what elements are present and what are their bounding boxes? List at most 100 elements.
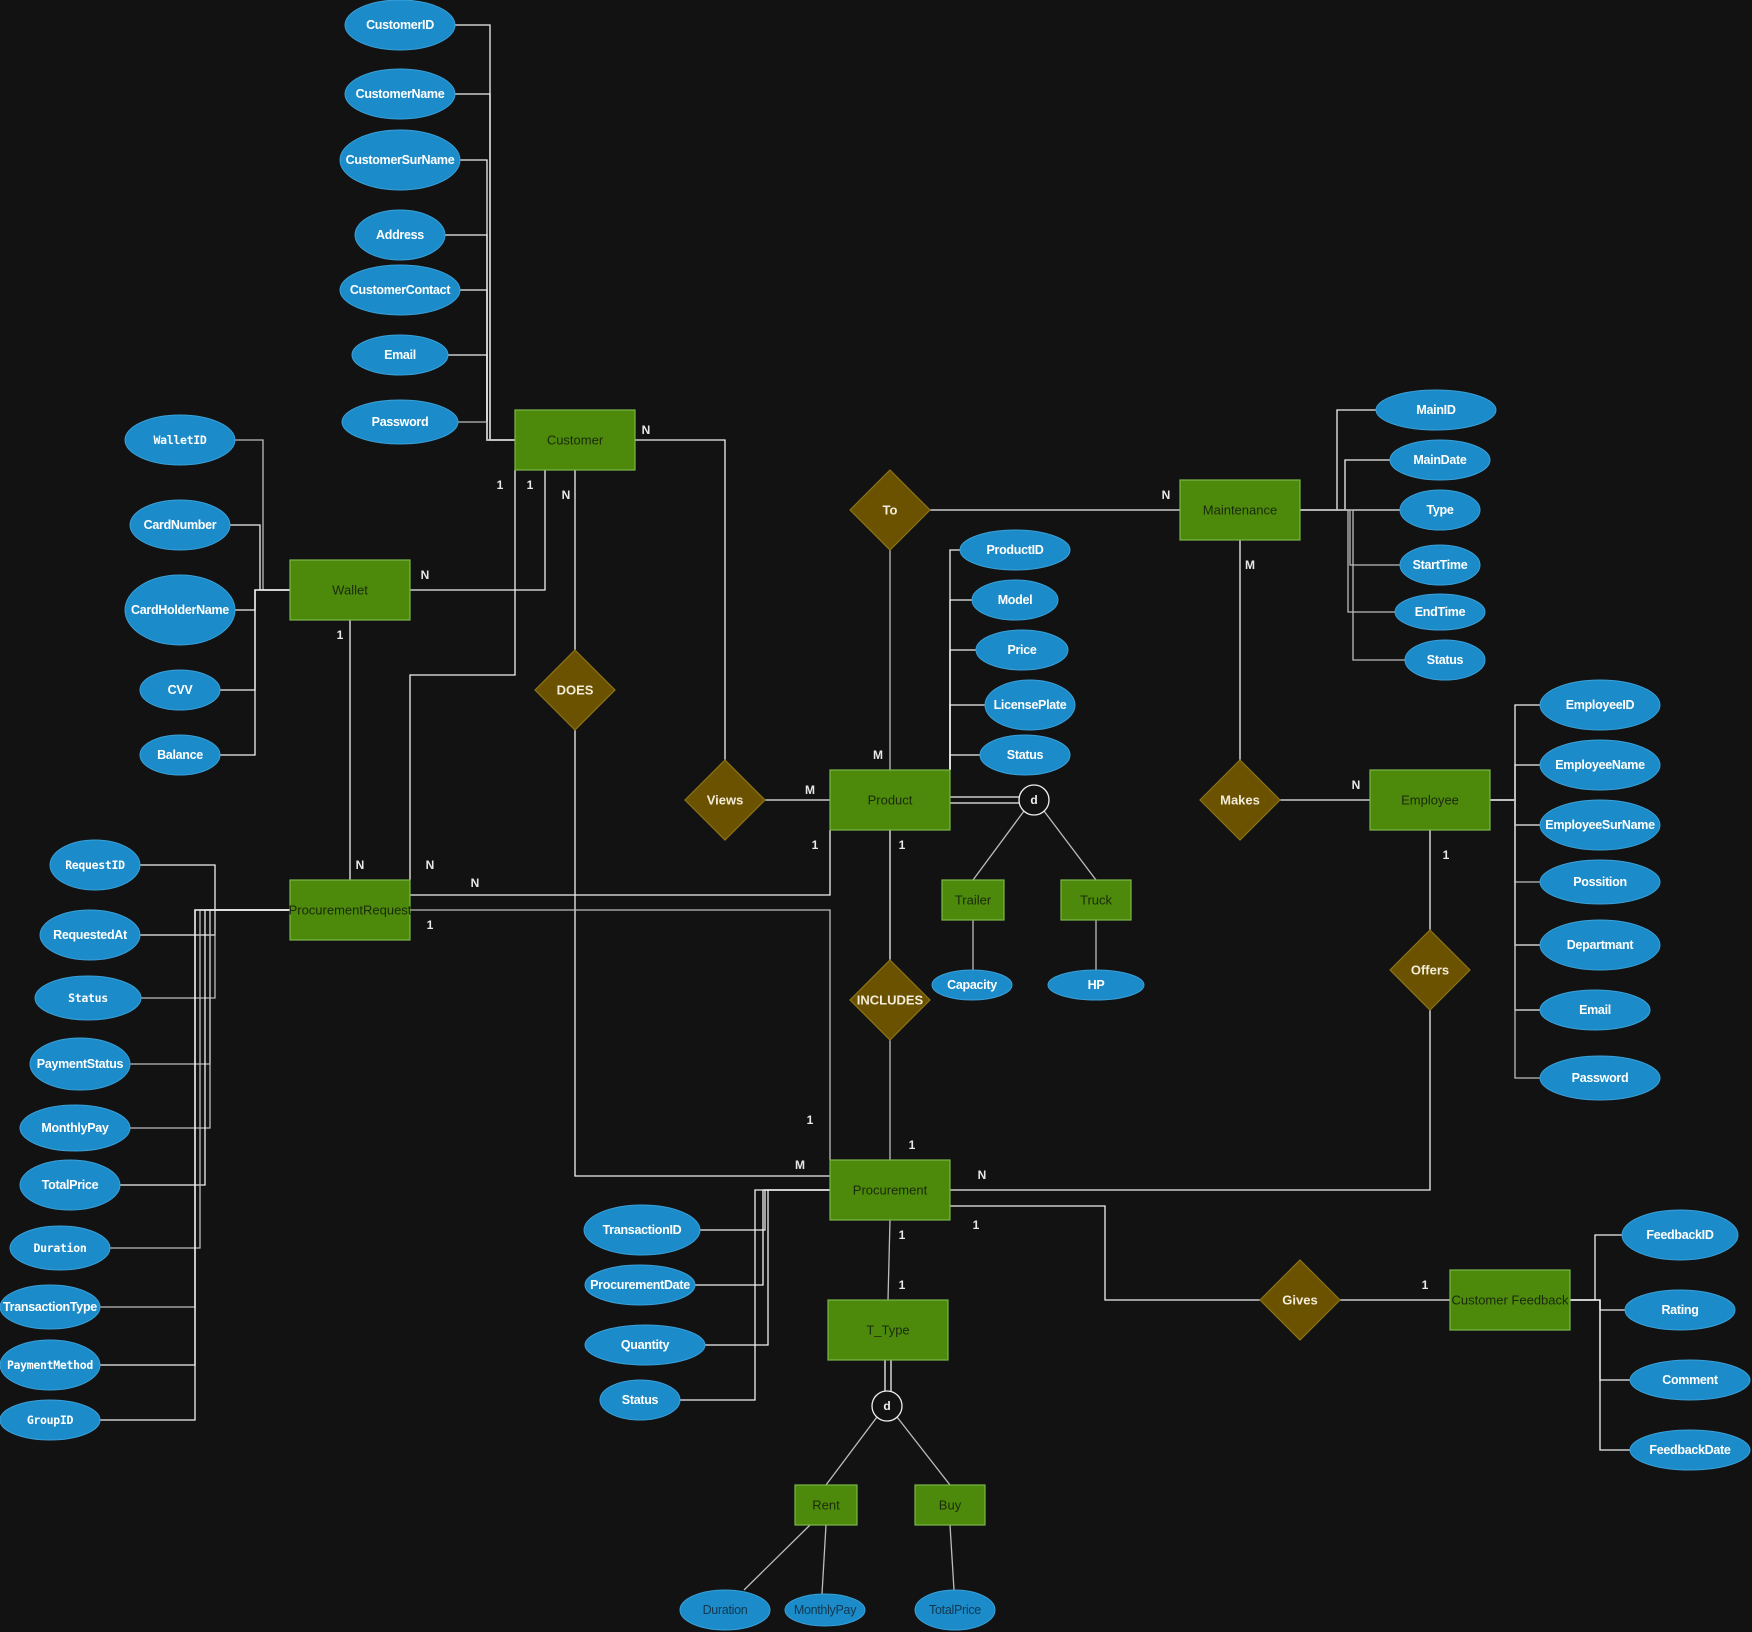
relationship-includes[interactable]: INCLUDES xyxy=(849,959,931,1041)
attribute-quantity[interactable]: Quantity xyxy=(584,1324,706,1366)
relationship-label: INCLUDES xyxy=(857,993,924,1008)
attribute-cardholdername[interactable]: CardHolderName xyxy=(124,574,236,646)
attribute-monthlypay[interactable]: MonthlyPay xyxy=(784,1593,866,1627)
attribute-requestid[interactable]: RequestID xyxy=(49,839,141,891)
entity-employee[interactable]: Employee xyxy=(1369,769,1491,831)
line-maintenance-attr xyxy=(1300,509,1400,566)
relationship-gives[interactable]: Gives xyxy=(1259,1259,1341,1341)
attribute-totalprice[interactable]: TotalPrice xyxy=(914,1589,996,1631)
entity-wallet[interactable]: Wallet xyxy=(289,559,411,621)
cardinality-label: M xyxy=(805,783,815,797)
entity-customer-feedback[interactable]: Customer Feedback xyxy=(1449,1269,1571,1331)
entity-label: Procurement xyxy=(853,1183,928,1198)
attribute-price[interactable]: Price xyxy=(975,629,1069,671)
attribute-label: ProcurementDate xyxy=(590,1278,690,1292)
attribute-maindate[interactable]: MainDate xyxy=(1389,439,1491,481)
entity-maintenance[interactable]: Maintenance xyxy=(1179,479,1301,541)
entity-box xyxy=(829,1159,951,1221)
attribute-mainid[interactable]: MainID xyxy=(1375,389,1497,431)
attribute-ellipse xyxy=(959,529,1071,571)
attribute-procurementdate[interactable]: ProcurementDate xyxy=(584,1264,696,1306)
attribute-employeeid[interactable]: EmployeeID xyxy=(1539,679,1661,731)
attribute-possition[interactable]: Possition xyxy=(1539,859,1661,905)
entity-procurementrequest[interactable]: ProcurementRequest xyxy=(289,879,412,941)
attribute-cvv[interactable]: CVV xyxy=(139,669,221,711)
attribute-status[interactable]: Status xyxy=(979,734,1071,776)
attribute-email[interactable]: Email xyxy=(351,334,449,376)
attribute-label: Duration xyxy=(34,1241,87,1255)
attribute-label: CardNumber xyxy=(144,518,217,532)
attribute-totalprice[interactable]: TotalPrice xyxy=(19,1159,121,1211)
entity-truck[interactable]: Truck xyxy=(1060,879,1132,921)
attribute-customersurname[interactable]: CustomerSurName xyxy=(339,129,461,191)
cardinality-label: 1 xyxy=(427,918,434,932)
attribute-cardnumber[interactable]: CardNumber xyxy=(129,499,231,551)
line-wallet-attr xyxy=(235,589,290,611)
attribute-label: CVV xyxy=(168,683,194,697)
entity-buy[interactable]: Buy xyxy=(914,1484,986,1526)
disjoint-circle xyxy=(871,1390,903,1422)
relationship-does[interactable]: DOES xyxy=(534,649,616,731)
attribute-employeename[interactable]: EmployeeName xyxy=(1539,739,1661,791)
line-product-attr xyxy=(949,549,960,770)
line-maintenance-attr xyxy=(1300,509,1405,661)
attribute-rating[interactable]: Rating xyxy=(1624,1289,1736,1331)
attribute-customercontact[interactable]: CustomerContact xyxy=(339,264,461,316)
entity-product[interactable]: Product xyxy=(829,769,951,831)
attribute-endtime[interactable]: EndTime xyxy=(1394,593,1486,631)
attribute-employeesurname[interactable]: EmployeeSurName xyxy=(1539,799,1661,851)
disjoint-specialization-circle: d xyxy=(1018,784,1050,816)
entity-label: Rent xyxy=(812,1498,840,1513)
attribute-label: Address xyxy=(376,228,424,242)
entity-trailer[interactable]: Trailer xyxy=(941,879,1005,921)
attribute-ellipse xyxy=(1539,1055,1661,1101)
attribute-transactiontype[interactable]: TransactionType xyxy=(0,1284,101,1330)
attribute-paymentstatus[interactable]: PaymentStatus xyxy=(29,1037,131,1091)
attribute-status[interactable]: Status xyxy=(1404,639,1486,681)
attribute-capacity[interactable]: Capacity xyxy=(931,969,1013,1001)
attribute-customerid[interactable]: CustomerID xyxy=(344,0,456,51)
attribute-password[interactable]: Password xyxy=(1539,1055,1661,1101)
relationship-to[interactable]: To xyxy=(849,469,931,551)
cardinality-label: 1 xyxy=(337,628,344,642)
attribute-balance[interactable]: Balance xyxy=(139,734,221,776)
attribute-paymentmethod[interactable]: PaymentMethod xyxy=(0,1339,101,1391)
line-employee-attr xyxy=(1490,764,1540,801)
entity-customer[interactable]: Customer xyxy=(514,409,636,471)
attribute-productid[interactable]: ProductID xyxy=(959,529,1071,571)
entity-procurement[interactable]: Procurement xyxy=(829,1159,951,1221)
entity-rent[interactable]: Rent xyxy=(794,1484,858,1526)
attribute-address[interactable]: Address xyxy=(354,209,446,261)
attribute-customername[interactable]: CustomerName xyxy=(344,68,456,120)
attribute-status[interactable]: Status xyxy=(599,1379,681,1421)
attribute-feedbackid[interactable]: FeedbackID xyxy=(1621,1209,1739,1261)
relationship-makes[interactable]: Makes xyxy=(1199,759,1281,841)
relationship-views[interactable]: Views xyxy=(684,759,766,841)
attribute-email[interactable]: Email xyxy=(1539,989,1651,1031)
attribute-feedbackdate[interactable]: FeedbackDate xyxy=(1629,1429,1751,1471)
attribute-walletid[interactable]: WalletID xyxy=(124,414,236,466)
attribute-password[interactable]: Password xyxy=(341,399,459,445)
line-product-attr xyxy=(949,649,976,770)
attribute-ellipse xyxy=(139,734,221,776)
attribute-model[interactable]: Model xyxy=(971,579,1059,621)
attribute-departmant[interactable]: Departmant xyxy=(1539,919,1661,971)
attribute-starttime[interactable]: StartTime xyxy=(1399,544,1481,586)
attribute-type[interactable]: Type xyxy=(1399,489,1481,531)
relationship-offers[interactable]: Offers xyxy=(1389,929,1471,1011)
attribute-requestedat[interactable]: RequestedAt xyxy=(39,909,141,961)
entity-t-type[interactable]: T_Type xyxy=(827,1299,949,1361)
attribute-hp[interactable]: HP xyxy=(1047,969,1145,1001)
attribute-duration[interactable]: Duration xyxy=(679,1589,771,1631)
attribute-duration[interactable]: Duration xyxy=(9,1225,111,1271)
attribute-monthlypay[interactable]: MonthlyPay xyxy=(19,1104,131,1152)
attribute-ellipse xyxy=(1539,919,1661,971)
attribute-status[interactable]: Status xyxy=(34,975,142,1021)
attribute-comment[interactable]: Comment xyxy=(1629,1359,1751,1401)
entity-label: Truck xyxy=(1080,893,1113,908)
attribute-groupid[interactable]: GroupID xyxy=(0,1399,101,1441)
attribute-transactionid[interactable]: TransactionID xyxy=(583,1204,701,1256)
attribute-licenseplate[interactable]: LicensePlate xyxy=(984,679,1076,731)
cardinality-label: M xyxy=(1245,558,1255,572)
